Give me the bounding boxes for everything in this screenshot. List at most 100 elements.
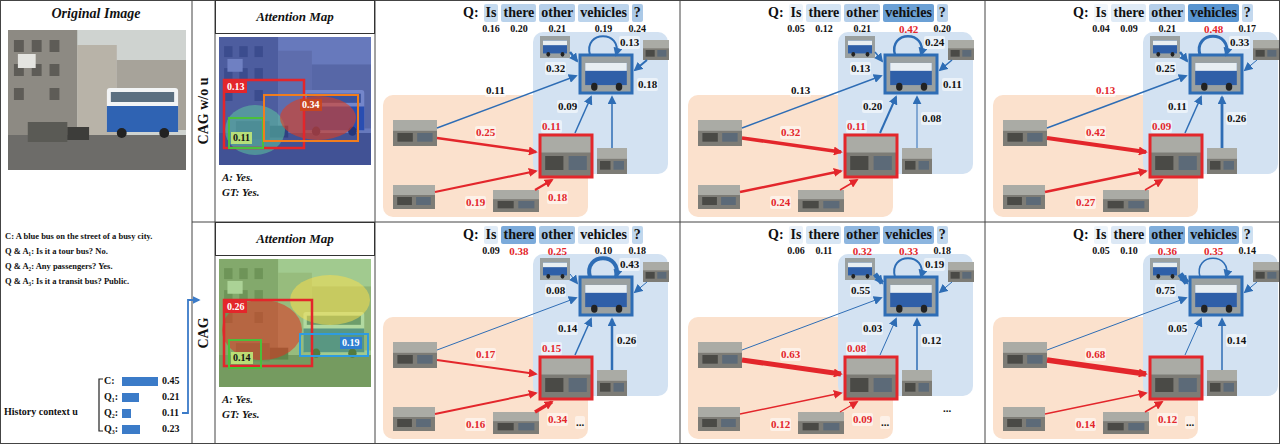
edge-weight: 0.13 [790,84,811,97]
art-use [635,60,647,70]
edge-weight: 0.08 [921,112,942,125]
relation-graph [383,32,669,217]
word-weight: 0.25 [548,245,567,258]
edge-weight: 0.27 [1075,196,1096,209]
dialog-line: Q & A₂: Any passengers? Yes. [5,262,113,272]
edge-weight: 0.25 [1155,62,1176,75]
box-score: 0.11 [231,132,252,144]
art-rect [264,95,358,141]
question-word: other [539,4,575,22]
question-word: Is [789,4,804,22]
edge-weight: 0.08 [846,342,867,355]
edge-weight: 0.12 [770,418,791,431]
question-word: other [1149,226,1185,244]
art-use [1221,97,1224,148]
question-word: there [501,226,536,244]
art-use [570,52,577,61]
history-weight: 0.45 [162,375,180,387]
question-word: vehicles [1188,226,1239,244]
art-use [840,180,857,190]
word-weight: 0.10 [1120,245,1138,257]
panel-heading: Original Image [51,6,140,22]
row-label: CAG w/o u [196,78,212,145]
relation-graph [993,32,1279,217]
history-arrow [182,300,199,413]
word-weight: 0.11 [815,245,832,257]
history-bracket [99,379,103,431]
art-ellipse [280,96,356,140]
art-rect [219,37,371,165]
edge-weight: 0.14 [557,322,578,335]
edge-weight: 0.14 [1226,334,1247,347]
edge-weight: ... [575,416,585,429]
weight-bar [122,425,140,434]
art-use [917,97,918,148]
edge-weight: 0.33 [1229,36,1250,49]
relation-graph [688,32,974,217]
art-use [437,360,536,374]
art-use [1145,402,1162,412]
word-weight: 0.19 [595,23,613,35]
art-use [688,32,974,217]
word-weight: 0.24 [629,23,647,35]
edge-weight: 0.26 [1226,112,1247,125]
answer-line: A: Yes. [222,393,253,406]
art-use [437,138,536,152]
box-score: 0.19 [340,337,362,349]
word-weight: 0.33 [899,245,918,258]
question-word: Is [484,4,499,22]
art-use [1045,171,1146,192]
weight-bar [122,377,158,386]
answer-line: GT: Yes. [222,408,259,421]
art-use [875,274,882,283]
question-word: there [1111,4,1146,22]
art-use [1047,298,1186,350]
edge-weight: 0.17 [475,348,496,361]
word-weight: 0.18 [934,245,952,257]
answer-line: A: Yes. [222,171,253,184]
word-weight: 0.17 [1239,23,1257,35]
question-word: Is [1094,226,1109,244]
question-word: ? [632,226,643,244]
question-word: Q: [766,226,786,244]
edge-weight: 0.24 [924,36,945,49]
art-use [742,138,841,152]
art-use [993,32,1279,217]
box-score: 0.13 [225,81,247,93]
art-use [740,393,841,414]
art-use [570,274,577,283]
art-use [1245,60,1257,70]
edge-weight: 0.12 [921,334,942,347]
edge-weight: 0.24 [770,196,791,209]
art-use [435,393,536,414]
edge-weight: 0.32 [780,126,801,139]
edge-weight: 0.13 [1095,84,1116,97]
word-weight: 0.48 [1204,23,1223,36]
edge-weight: 0.09 [557,100,578,113]
edge-weight: 0.14 [1075,418,1096,431]
question-word: Is [1094,4,1109,22]
question-word: Q: [766,4,786,22]
row-label: CAG [196,317,212,348]
header-text: Attention Map [256,231,334,247]
history-key: C: [104,375,115,387]
edge-weight: ... [942,402,952,415]
edge-weight: 0.75 [1155,284,1176,297]
row-label-cell: CAG [192,222,215,444]
word-weight: 0.35 [1204,245,1223,258]
history-weight: 0.23 [162,423,180,435]
word-weight: 0.20 [934,23,952,35]
header-cell: Attention Map [215,222,375,256]
art-use [1199,36,1227,55]
word-weight: 0.36 [1158,245,1177,258]
word-weight: 0.04 [1092,23,1110,35]
edge-weight: 0.63 [780,348,801,361]
relation-graph [688,254,974,439]
word-weight: 0.32 [853,245,872,258]
edge-weight: 0.12 [1157,413,1178,426]
row-label-cell: CAG w/o u [192,0,215,222]
edge-weight: 0.18 [637,78,658,91]
edge-weight: 0.16 [465,418,486,431]
art-use [1199,258,1227,277]
